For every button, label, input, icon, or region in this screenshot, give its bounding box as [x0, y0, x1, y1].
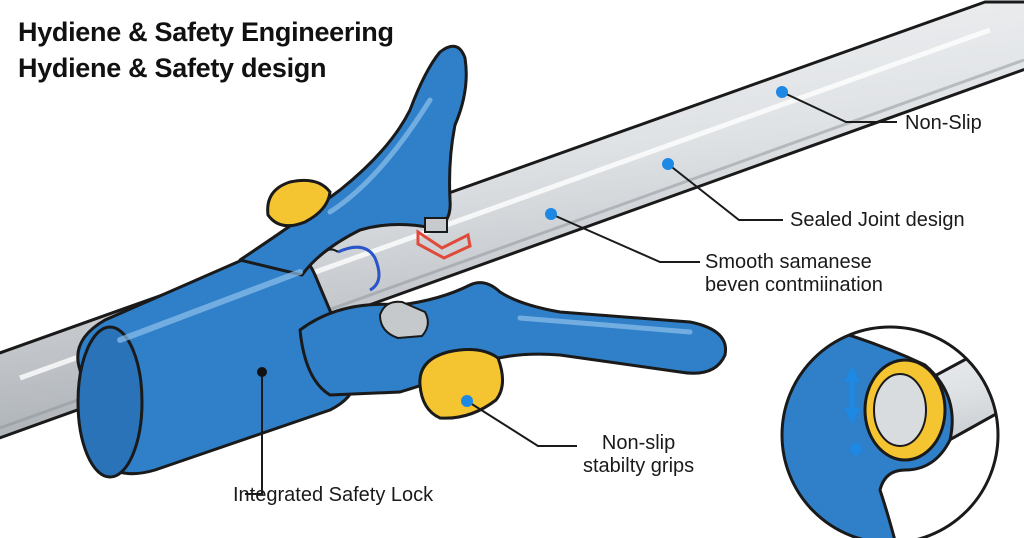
marker-inset	[850, 443, 862, 455]
callout-sealed-joint: Sealed Joint design	[790, 209, 965, 231]
leader-smooth	[550, 213, 700, 263]
marker-safety-lock	[257, 367, 267, 377]
leader-lines	[245, 91, 897, 495]
callout-grips-line-1: Non-slip	[601, 432, 676, 454]
marker-smooth	[545, 208, 557, 220]
leader-sealed-joint	[667, 163, 783, 221]
title-line-2: Hydiene & Safety design	[18, 53, 327, 83]
red-clip	[416, 217, 472, 260]
callout-smooth-line-2: beven contmiination	[705, 274, 883, 296]
leader-grips	[466, 400, 577, 447]
handle-body	[76, 44, 728, 479]
yellow-grip-upper	[266, 178, 332, 228]
callout-smooth-line-1: Smooth samanese	[705, 251, 872, 273]
callout-grips: Non-slip stabilty grips	[583, 432, 694, 478]
callout-non-slip: Non-Slip	[905, 112, 982, 134]
callout-grips-line-2: stabilty grips	[583, 455, 695, 477]
title-block: Hydiene & Safety Engineering Hydiene & S…	[18, 14, 394, 86]
marker-sealed-joint	[662, 158, 674, 170]
title-line-1: Hydiene & Safety Engineering	[18, 17, 394, 47]
yellow-grip-lower	[418, 348, 504, 420]
metal-latch	[378, 300, 429, 340]
marker-grips	[461, 395, 473, 407]
callout-safety-lock: Integrated Safety Lock	[233, 484, 434, 506]
leader-non-slip	[781, 91, 897, 123]
markers	[257, 86, 862, 455]
marker-non-slip	[776, 86, 788, 98]
callout-smooth: Smooth samanese beven contmiination	[705, 251, 883, 297]
leader-safety-lock	[245, 372, 263, 495]
spring-mechanism	[321, 245, 381, 292]
inset-detail	[780, 325, 1000, 538]
